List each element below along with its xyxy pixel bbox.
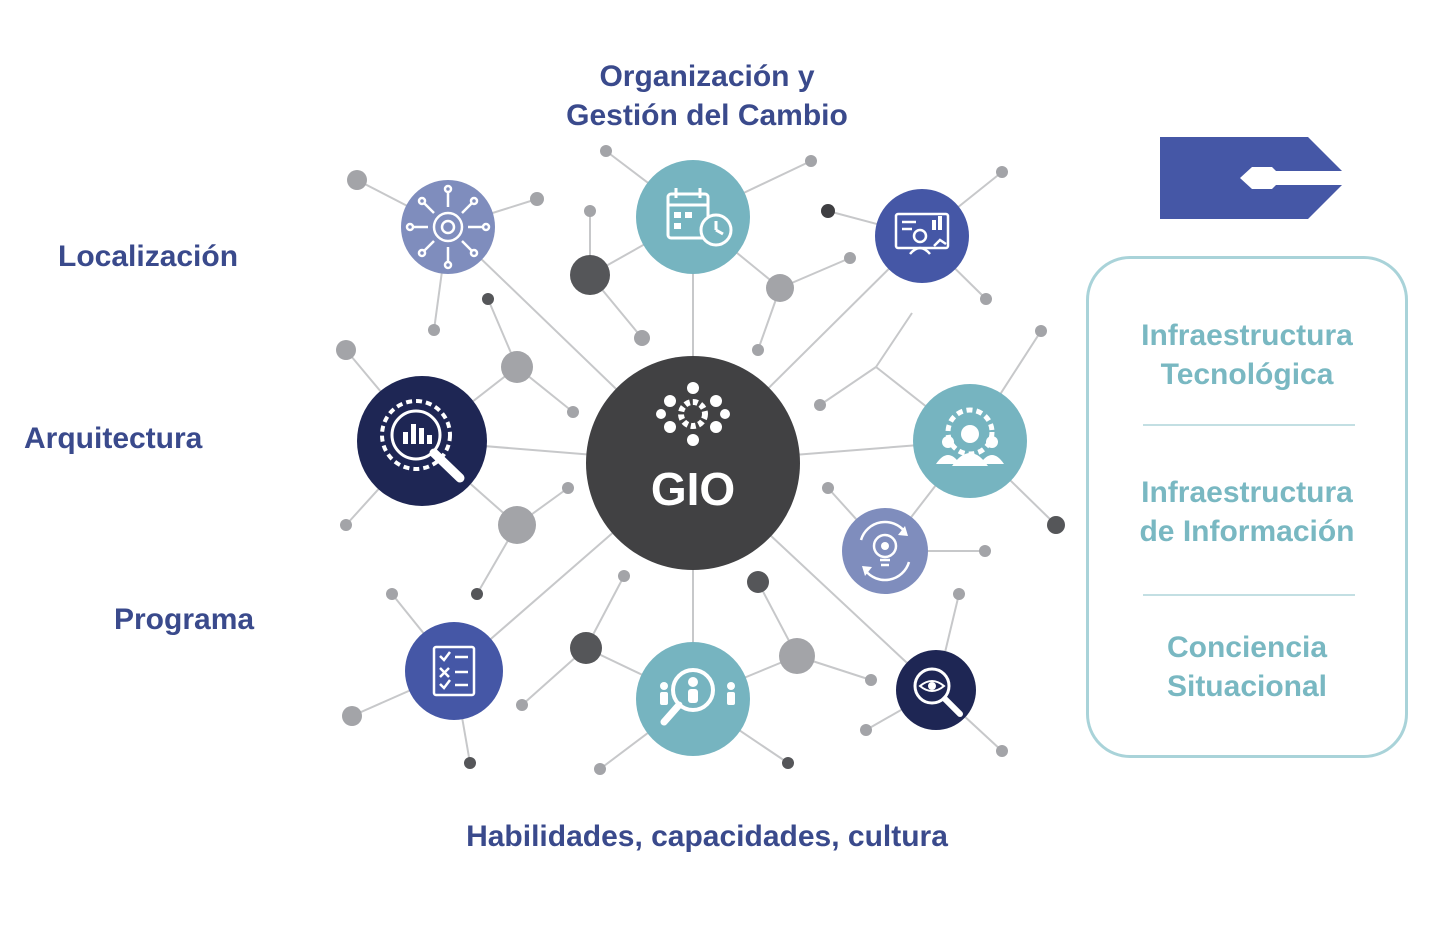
people-search-node <box>636 642 750 756</box>
hub-label: GIO <box>651 463 735 515</box>
label-arquitectura: Arquitectura <box>24 422 203 455</box>
calendar-clock-icon <box>666 188 733 247</box>
bottom-label: Habilidades, capacidades, cultura <box>466 820 948 853</box>
top-label: Organización y Gestión del Cambio <box>507 57 907 135</box>
eye-node <box>896 650 976 730</box>
company-logo <box>1160 137 1342 219</box>
panel-item-line: Conciencia <box>1166 631 1328 664</box>
panel-item-line: de Información <box>1139 515 1355 548</box>
team-node <box>913 384 1027 498</box>
eye-magnifier-icon <box>913 667 963 717</box>
panel-item-informacion: Infraestructura de Información <box>1089 473 1405 551</box>
checklist-icon <box>432 645 476 697</box>
label-localizacion: Localización <box>58 240 239 273</box>
presentation-board-icon <box>894 212 950 255</box>
gear-cluster-icon <box>656 382 730 446</box>
analytics-node <box>357 376 487 506</box>
top-label-line1: Organización y <box>599 60 815 93</box>
panel-item-conciencia: Conciencia Situacional <box>1089 628 1405 706</box>
team-gear-icon <box>936 407 1004 466</box>
panel-divider <box>1143 594 1355 596</box>
presentation-node <box>875 189 969 283</box>
panel-item-tecnologica: Infraestructura Tecnológica <box>1089 316 1405 394</box>
panel-item-line: Tecnológica <box>1160 358 1334 391</box>
label-programa: Programa <box>114 603 255 636</box>
gio-hub: GIO <box>586 356 800 570</box>
panel-item-line: Infraestructura <box>1141 476 1353 509</box>
panel-item-line: Infraestructura <box>1141 319 1353 352</box>
gear-network-icon <box>405 184 491 270</box>
checklist-node <box>405 622 503 720</box>
lightbulb-cycle-icon <box>859 520 911 582</box>
lightbulb-node <box>842 508 928 594</box>
network-dots <box>336 145 1065 775</box>
gear-network-node <box>401 180 495 274</box>
top-label-line2: Gestión del Cambio <box>566 99 848 132</box>
calendar-node <box>636 160 750 274</box>
people-search-icon <box>660 668 735 726</box>
panel-item-line: Situacional <box>1166 670 1328 703</box>
panel-divider <box>1143 424 1355 426</box>
analytics-magnifier-icon <box>380 399 465 483</box>
info-panel: Infraestructura Tecnológica Infraestruct… <box>1086 256 1408 758</box>
